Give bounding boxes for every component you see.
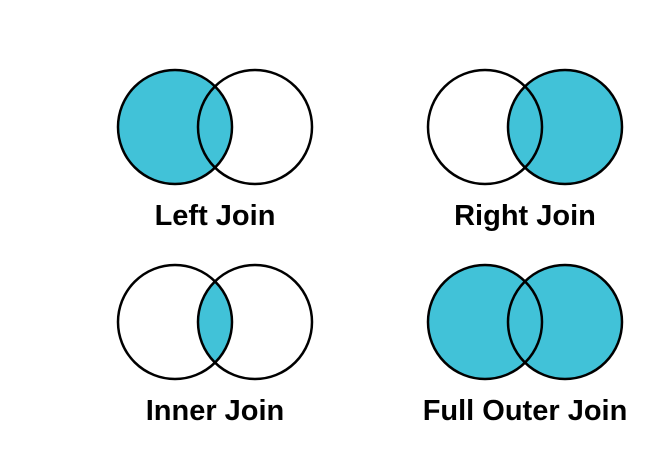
venn-diagram-left-join: Left Join	[65, 63, 365, 234]
venn-diagram-full-outer-join: Full Outer Join	[375, 258, 654, 429]
right-circle-outline	[506, 263, 624, 381]
left-circle-outline	[426, 263, 544, 381]
right-circle-fill	[198, 70, 312, 184]
venn-diagram-inner-join: Inner Join	[65, 258, 365, 429]
left-circle-outline	[116, 263, 234, 381]
venn-label-right-join: Right Join	[454, 200, 596, 232]
venn-graphic-left-join	[116, 68, 314, 186]
venn-label-inner-join: Inner Join	[145, 395, 285, 427]
right-circle-fill	[198, 265, 312, 379]
right-circle-outline	[506, 68, 624, 186]
left-circle-outline	[426, 68, 544, 186]
venn-label-full-outer-join: Full Outer Join	[422, 395, 628, 427]
left-circle-outline	[116, 68, 234, 186]
right-circle-fill	[508, 265, 622, 379]
venn-graphic-full-outer-join	[426, 263, 624, 381]
venn-label-left-join: Left Join	[154, 200, 276, 232]
venn-graphic-inner-join	[116, 263, 314, 381]
left-circle-fill	[428, 70, 542, 184]
left-circle-fill	[118, 265, 232, 379]
venn-diagram-right-join: Right Join	[375, 63, 654, 234]
right-circle-outline	[196, 68, 314, 186]
right-circle-fill	[508, 70, 622, 184]
right-circle-outline	[196, 263, 314, 381]
left-circle-fill	[118, 70, 232, 184]
venn-graphic-right-join	[426, 68, 624, 186]
left-circle-fill	[428, 265, 542, 379]
